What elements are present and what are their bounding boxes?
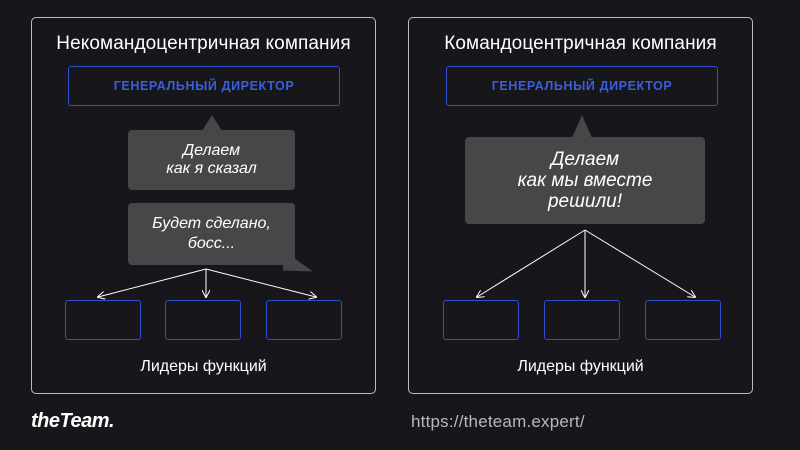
arrows: [409, 229, 754, 395]
function-leader-box: [443, 300, 519, 340]
team-speech-bubble: Делаем как мы вместе решили!: [465, 137, 705, 224]
non-team-centric-panel: Некомандоцентричная компания ГЕНЕРАЛЬНЫЙ…: [31, 17, 376, 394]
function-leaders-label: Лидеры функций: [517, 358, 644, 375]
ceo-box: ГЕНЕРАЛЬНЫЙ ДИРЕКТОР: [446, 66, 718, 106]
theteam-logo: theTeam.: [31, 410, 115, 432]
leaders-speech-bubble: Будет сделано, босс...: [128, 203, 295, 265]
arrow-left: [98, 268, 207, 297]
function-leader-box: [266, 300, 342, 340]
panel-title: Некомандоцентричная компания: [56, 33, 351, 54]
panel-title: Командоцентричная компания: [444, 33, 717, 54]
ceo-box: ГЕНЕРАЛЬНЫЙ ДИРЕКТОР: [68, 66, 340, 106]
function-leader-box: [544, 300, 620, 340]
function-leader-box: [65, 300, 141, 340]
speech-bubble-tail: [202, 115, 222, 131]
arrow-right: [205, 268, 316, 297]
website-link[interactable]: https://theteam.expert/: [411, 412, 585, 431]
speech-bubble-tail: [572, 115, 592, 138]
arrows: [32, 268, 377, 395]
function-leaders-label: Лидеры функций: [140, 358, 267, 375]
arrow-left: [477, 229, 586, 297]
team-centric-panel: Командоцентричная компания ГЕНЕРАЛЬНЫЙ Д…: [408, 17, 753, 394]
function-leader-box: [165, 300, 241, 340]
arrow-right: [584, 229, 695, 297]
function-leader-box: [645, 300, 721, 340]
ceo-speech-bubble: Делаем как я сказал: [128, 130, 295, 190]
